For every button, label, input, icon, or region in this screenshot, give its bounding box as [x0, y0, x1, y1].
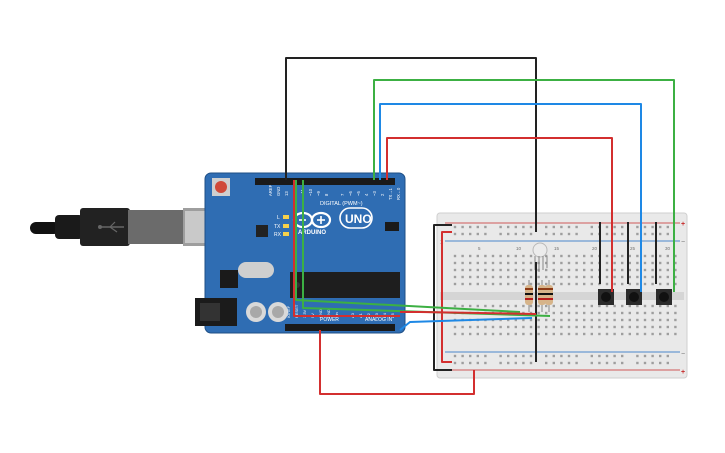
wire-blue-button[interactable] — [379, 103, 642, 292]
pin-6-label: ~6 — [348, 191, 353, 196]
power-analog-header[interactable] — [285, 324, 395, 331]
resistor-2[interactable] — [538, 280, 546, 312]
col-10-label: 10 — [516, 246, 522, 251]
wire-red-button[interactable] — [386, 137, 613, 292]
wire-green-led[interactable] — [295, 180, 521, 313]
pin-4-label: 4 — [364, 193, 369, 196]
breadboard[interactable]: + − − + 1 5 10 15 20 25 30 — [436, 212, 688, 379]
pin-ioref-label: IOREF — [286, 305, 291, 318]
rgb-led[interactable] — [532, 242, 548, 272]
bottom-plus-label: + — [681, 369, 685, 376]
col-30-label: 30 — [665, 246, 671, 251]
breadboard-holes — [453, 225, 677, 365]
pin-7-label: 7 — [340, 193, 345, 196]
top-plus-label: + — [681, 221, 685, 228]
wire-blue-led[interactable] — [399, 317, 533, 331]
wire-red-board[interactable] — [293, 180, 400, 317]
pin-rx0-label: RX←0 — [396, 187, 401, 200]
resistor-3[interactable] — [545, 280, 553, 312]
pin-tx1-label: TX→1 — [388, 187, 393, 200]
push-button-2[interactable] — [626, 289, 642, 305]
wire-gnd-top[interactable] — [285, 57, 537, 232]
pin-gnd2-label: GND — [326, 309, 331, 318]
pin-10-label: ~10 — [308, 188, 313, 196]
usb-cable — [30, 208, 209, 246]
pin-5-label: ~5 — [356, 191, 361, 196]
pin-gnd-label: GND — [276, 187, 281, 196]
arduino-model-label: UNO — [345, 212, 372, 226]
pin-gnd1-label: GND — [318, 309, 323, 318]
wire-left-gnd-rail[interactable] — [433, 224, 452, 371]
resistor-1[interactable] — [525, 280, 533, 312]
push-button-3[interactable] — [656, 289, 672, 305]
pin-3-label: ~3 — [372, 191, 377, 196]
atmega-chip — [290, 272, 400, 298]
led-rx-label: RX — [274, 232, 282, 238]
pin-aref-label: AREF — [268, 184, 273, 196]
wire-red-led[interactable] — [400, 311, 537, 315]
col-5-label: 5 — [478, 246, 481, 251]
top-minus-label: − — [681, 239, 685, 246]
col-25-label: 25 — [630, 246, 636, 251]
power-label: POWER — [320, 317, 339, 323]
wire-left-vcc-rail[interactable] — [441, 231, 452, 363]
pin-8-label: 8 — [324, 193, 329, 196]
bottom-minus-label: − — [681, 351, 685, 358]
digital-header[interactable] — [255, 178, 395, 185]
pin-3v3-label: 3.3V — [302, 309, 307, 318]
arduino-brand-label: ARDUINO — [298, 230, 326, 236]
wire-green-button[interactable] — [373, 79, 675, 292]
usb-icon — [98, 221, 124, 233]
col-20-label: 20 — [592, 246, 598, 251]
pin-2-label: 2 — [380, 193, 385, 196]
digital-pwm-label: DIGITAL (PWM~) — [320, 201, 363, 207]
pin-reset-label: RESET — [294, 304, 299, 318]
analog-in-label: ANALOG IN — [365, 317, 393, 323]
led-tx-label: TX — [274, 224, 281, 230]
wire-5v[interactable] — [319, 330, 475, 395]
pin-9-label: ~9 — [316, 191, 321, 196]
pin-13-label: 13 — [284, 191, 289, 196]
arduino-board[interactable]: L TX RX DIGITAL (PWM~) AREF GND 13 12 ~1… — [195, 172, 406, 334]
center-channel — [440, 292, 684, 300]
col-15-label: 15 — [554, 246, 560, 251]
led-l-label: L — [277, 215, 280, 221]
push-button-1[interactable] — [598, 289, 614, 305]
